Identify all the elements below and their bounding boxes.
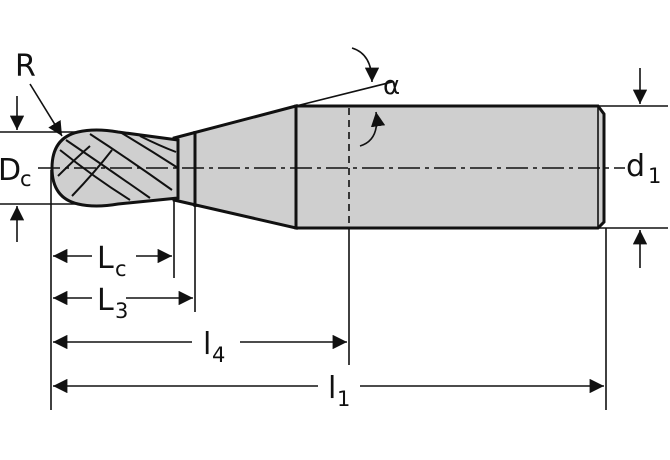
tool-body — [50, 104, 606, 230]
shank — [294, 104, 606, 230]
svg-text:c: c — [20, 167, 32, 191]
svg-text:D: D — [0, 153, 21, 188]
dimension-alpha — [351, 47, 386, 147]
label-L3: L 3 — [97, 283, 128, 323]
flutes — [57, 131, 179, 201]
svg-text:1: 1 — [337, 387, 350, 411]
label-R: R — [15, 49, 36, 84]
svg-text:L: L — [97, 241, 114, 276]
label-Dc: D c — [0, 153, 32, 191]
label-l4: l 4 — [203, 327, 225, 367]
svg-text:4: 4 — [212, 343, 225, 367]
svg-text:l: l — [203, 327, 211, 362]
label-Lc: L c — [97, 241, 127, 281]
svg-text:l: l — [328, 371, 336, 406]
extension-lines — [0, 81, 668, 410]
svg-text:d: d — [626, 149, 645, 184]
dimension-R — [29, 83, 63, 137]
label-l1: l 1 — [328, 371, 350, 411]
label-alpha: α — [383, 71, 400, 101]
tapered-neck — [172, 104, 298, 230]
svg-text:L: L — [97, 283, 114, 318]
svg-text:1: 1 — [648, 164, 661, 188]
label-d1: d 1 — [626, 149, 661, 188]
svg-text:3: 3 — [115, 299, 128, 323]
svg-text:c: c — [115, 257, 127, 281]
